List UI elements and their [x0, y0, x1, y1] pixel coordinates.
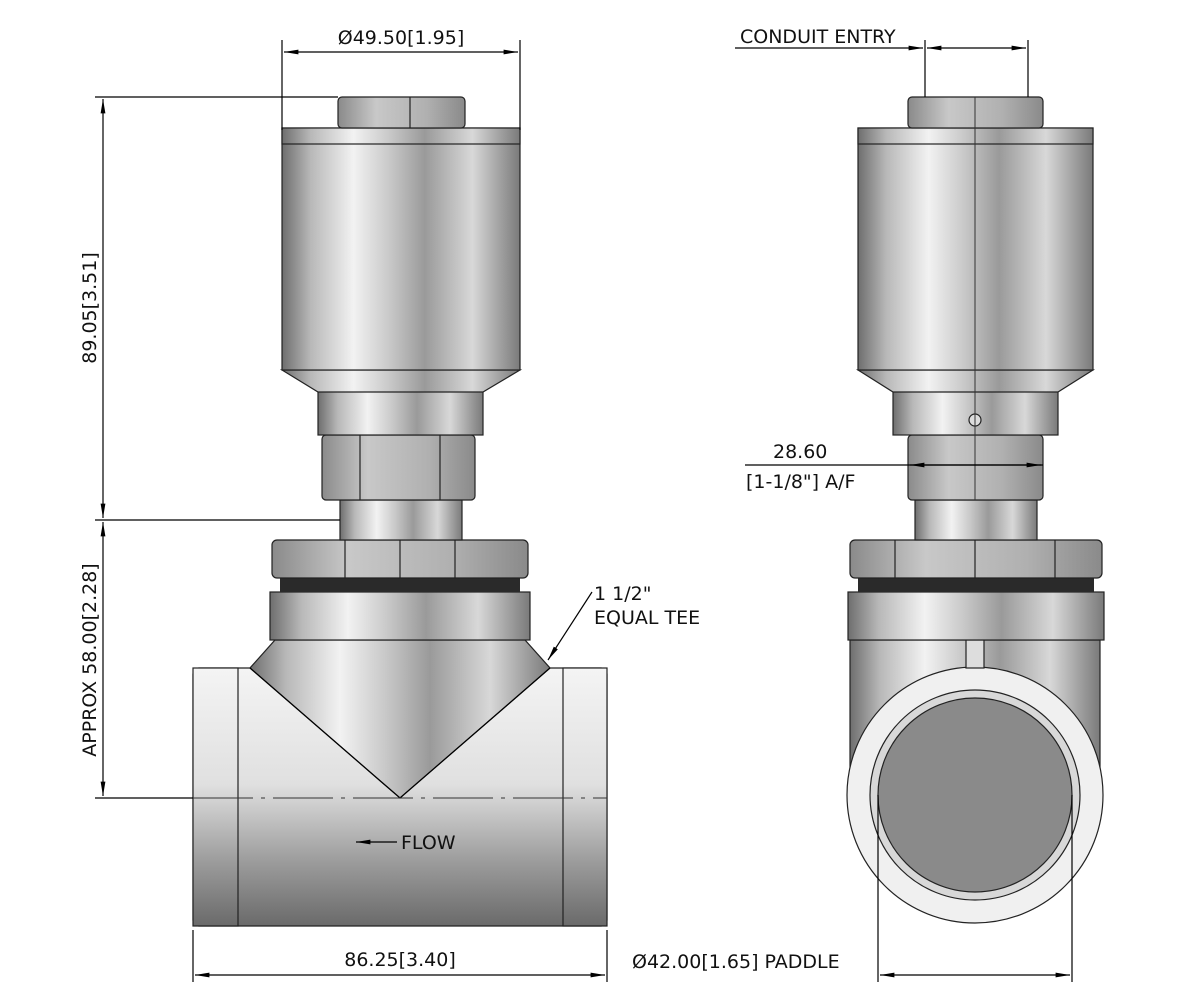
tee-end-left [192, 667, 239, 927]
neck [339, 499, 463, 541]
collar [269, 591, 531, 641]
large-hex-nut-side [849, 539, 1103, 579]
side-view: CONDUIT ENTRY 28.60 [1-1/8"] A/F Ø42.00[… [632, 26, 1105, 982]
dim-height-lower: APPROX 58.00[2.28] [79, 563, 101, 756]
dim-tee-length: 86.25[3.40] [344, 949, 456, 971]
flow-label: FLOW [401, 832, 456, 854]
paddle [877, 697, 1073, 893]
af-dim-value: 28.60 [773, 441, 827, 463]
conduit-entry-label: CONDUIT ENTRY [740, 26, 896, 48]
paddle-dim: Ø42.00[1.65] PADDLE [632, 951, 840, 973]
housing [281, 127, 521, 371]
front-view: Ø49.50[1.95] 89.05[3.51] APPROX 58.00[2.… [79, 27, 700, 982]
dim-height-upper: 89.05[3.51] [79, 252, 101, 364]
collar-side [847, 591, 1105, 641]
o-ring [280, 578, 520, 592]
cap-hex [337, 96, 466, 129]
tee-end-right [562, 667, 608, 927]
dim-top-diameter: Ø49.50[1.95] [338, 27, 464, 49]
tee-label-size: 1 1/2" [594, 583, 651, 605]
hex-nut [321, 434, 476, 501]
tee-label-type: EQUAL TEE [594, 607, 700, 629]
af-dim-label: [1-1/8"] A/F [746, 471, 855, 493]
